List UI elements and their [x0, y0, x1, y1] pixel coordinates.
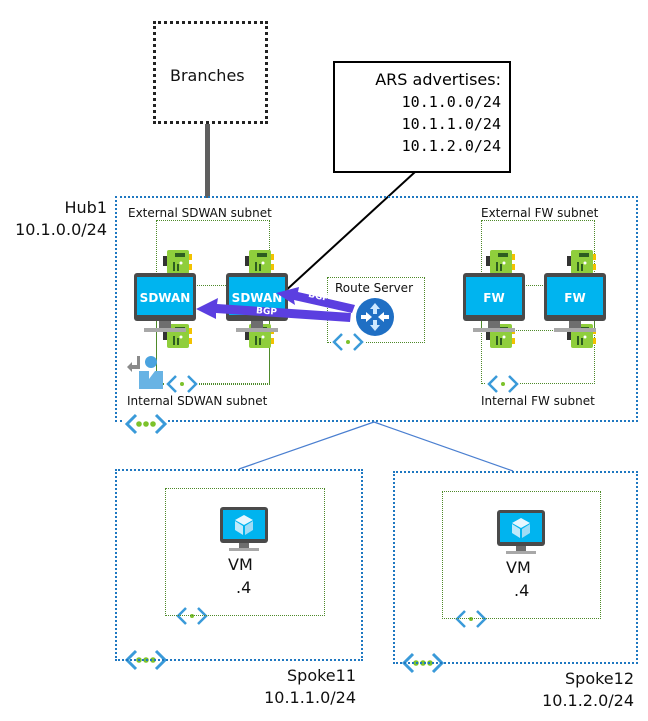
bgp-arrow-to-sdwan1 [196, 298, 351, 322]
spoke11-cidr: 10.1.1.0/24 [264, 688, 356, 707]
peering-line-spoke12 [373, 421, 514, 472]
spoke11-subnet-box [165, 488, 325, 616]
ars-prefix: 10.1.2.0/24 [401, 137, 501, 155]
hub-cidr: 10.1.0.0/24 [15, 220, 107, 239]
spoke12-vnet [393, 471, 638, 664]
branches-connection [205, 124, 210, 198]
user-route-icon [127, 356, 163, 389]
spoke12-vm-label: VM [506, 558, 531, 577]
spoke12-name: Spoke12 [565, 669, 634, 688]
ars-callout: ARS advertises: 10.1.0.0/24 10.1.1.0/24 … [333, 61, 511, 173]
ars-callout-title: ARS advertises: [375, 70, 501, 89]
spoke11-name: Spoke11 [287, 666, 356, 685]
peering-line-spoke11 [238, 421, 375, 470]
spoke11-vm-ip: .4 [236, 578, 252, 597]
ars-prefix: 10.1.0.0/24 [401, 93, 501, 111]
external-sdwan-subnet-label: External SDWAN subnet [128, 206, 272, 220]
hub-name: Hub1 [64, 198, 107, 217]
route-server-icon [356, 298, 394, 336]
external-fw-subnet-label: External FW subnet [481, 206, 599, 220]
route-server-subnet-box [327, 277, 425, 343]
spoke12-vm-ip: .4 [514, 581, 530, 600]
fw-appliance-label: FW [564, 291, 586, 305]
ars-prefix: 10.1.1.0/24 [401, 115, 501, 133]
sdwan-appliance-label: SDWAN [139, 291, 191, 305]
spoke12-subnet-box [442, 491, 601, 619]
branches-box [153, 21, 268, 124]
spoke11-vm-icon [220, 507, 268, 551]
sdwan-appliance-label: SDWAN [231, 291, 283, 305]
route-server-label: Route Server [335, 281, 413, 295]
spoke11-vnet [115, 469, 363, 661]
bgp-arrow-to-sdwan2 [276, 287, 355, 313]
spoke12-cidr: 10.1.2.0/24 [542, 691, 634, 710]
hub-vnet [115, 196, 638, 422]
internal-fw-subnet-label: Internal FW subnet [481, 394, 595, 408]
branches-label: Branches [170, 66, 245, 85]
fw-appliance-label: FW [483, 291, 505, 305]
internal-sdwan-subnet-label: Internal SDWAN subnet [127, 394, 268, 408]
spoke12-vm-icon [497, 510, 545, 554]
spoke11-vm-label: VM [228, 555, 253, 574]
